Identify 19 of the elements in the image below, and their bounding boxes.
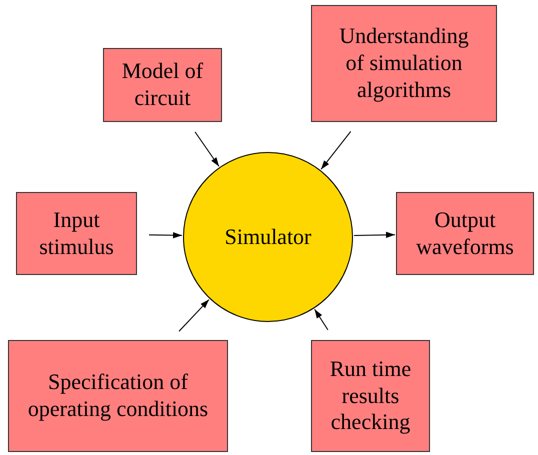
arrow: [320, 130, 352, 170]
node-label: Simulator: [224, 224, 312, 250]
node-label: Understanding of simulation algorithms: [338, 23, 470, 104]
node-label: Model of circuit: [120, 58, 204, 112]
arrow: [148, 232, 183, 238]
node-label: Run time results checking: [328, 356, 412, 436]
process-box: [103, 48, 222, 122]
arrow: [194, 131, 220, 167]
node-label: Specification of operating conditions: [26, 369, 210, 423]
process-box: [16, 192, 137, 275]
process-box: [8, 340, 228, 452]
arrow: [178, 299, 210, 332]
process-box: [311, 340, 430, 452]
arrow: [314, 308, 328, 330]
node-label: Output waveforms: [415, 206, 515, 260]
node-label: Input stimulus: [38, 206, 115, 260]
arrow: [353, 232, 396, 238]
process-box: [311, 5, 497, 122]
process-box: [396, 192, 534, 275]
